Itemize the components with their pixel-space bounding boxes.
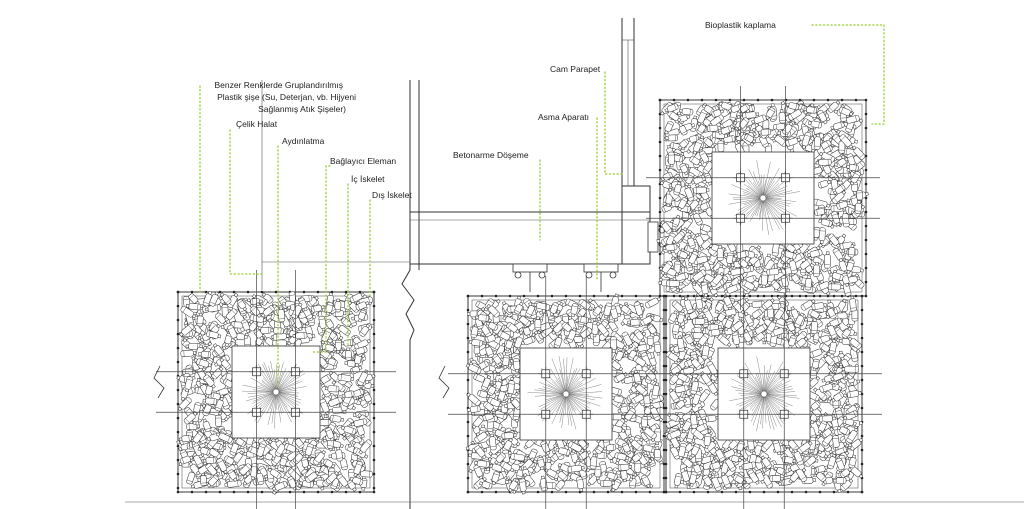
plastic-bottle-icon (823, 251, 831, 269)
plastic-bottle-icon (827, 283, 844, 291)
plastic-bottle-icon (307, 295, 319, 307)
plastic-bottle-icon (705, 414, 720, 423)
label-bottle-group-line1: Benzer Renklerde Gruplandırılmış (214, 80, 343, 90)
label-lighting: Aydınlatma (282, 136, 325, 146)
plastic-bottle-icon (301, 457, 309, 471)
label-concrete-slab: Betonarme Döşeme (453, 150, 529, 160)
plastic-bottle-icon (335, 446, 344, 462)
plastic-bottle-icon (815, 465, 829, 473)
label-steel-cable: Çelik Halat (236, 119, 278, 129)
plastic-bottle-icon (645, 297, 662, 309)
label-inner-frame: İç İskelet (351, 174, 385, 184)
plastic-bottle-icon (673, 473, 682, 489)
plastic-bottle-icon (328, 370, 341, 383)
hanger-bracket-icon (583, 263, 619, 292)
plastic-bottle-icon (847, 390, 862, 398)
label-outer-frame: Dış İskelet (372, 190, 412, 200)
plastic-bottle-icon (358, 309, 367, 323)
plastic-bottle-icon (849, 295, 857, 312)
plastic-bottle-icon (219, 292, 232, 305)
label-bottle-group-line2: Plastik şişe (Su, Deterjan, vb. Hijyeni (217, 92, 356, 102)
plastic-bottle-icon (272, 339, 290, 347)
plastic-bottle-icon (539, 475, 548, 492)
bottle-panel-lower-left (448, 276, 684, 509)
label-bioplastic: Bioplastik kaplama (705, 20, 776, 30)
hanger-bracket-icon (512, 263, 548, 292)
plastic-bottle-icon (817, 179, 832, 189)
plastic-bottle-icon (804, 275, 813, 291)
plastic-bottle-icon (660, 171, 673, 182)
bottle-panels (153, 86, 882, 509)
label-suspension: Asma Aparatı (538, 112, 589, 122)
plastic-bottle-icon (841, 210, 850, 228)
slab-end-cap (621, 185, 651, 265)
suspension-brackets (512, 221, 666, 292)
central-wall (401, 80, 415, 509)
bottle-panel-left (156, 270, 396, 509)
label-bottle-group-line3: Sağlanmış Atık Şişeler) (258, 104, 346, 114)
plastic-bottle-icon (340, 339, 354, 347)
plastic-bottle-icon (233, 436, 246, 447)
label-connector: Bağlayıcı Eleman (330, 156, 396, 166)
bottle-panel-lower-right (646, 276, 882, 509)
structure-lines (125, 18, 1024, 509)
bottle-panel-upper-right (646, 86, 880, 310)
plastic-bottle-icon (653, 341, 662, 356)
leader-glass-parapet (604, 71, 625, 175)
plastic-bottle-icon (337, 374, 355, 382)
leader-steel-cable (229, 129, 263, 275)
plastic-bottle-icon (467, 405, 481, 413)
plastic-bottle-icon (679, 107, 694, 116)
plastic-bottle-icon (202, 397, 218, 405)
label-glass-parapet: Cam Parapet (550, 64, 601, 74)
plastic-bottle-icon (329, 414, 344, 423)
plastic-bottle-icon (224, 479, 242, 488)
